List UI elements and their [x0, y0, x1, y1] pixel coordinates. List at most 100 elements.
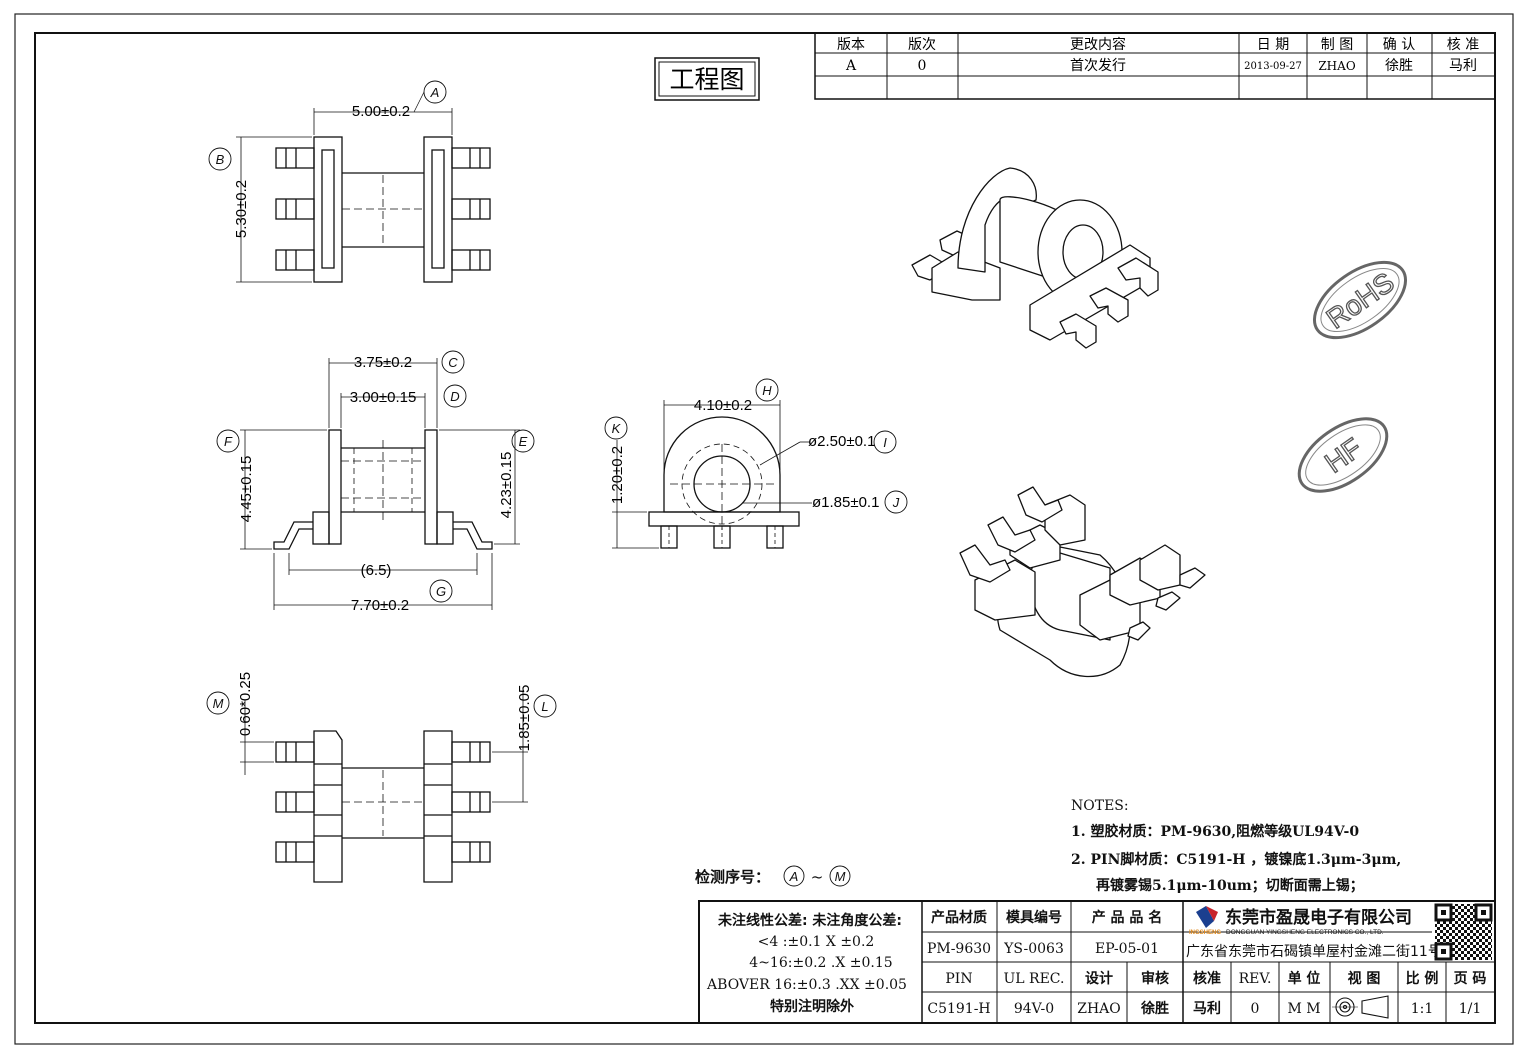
- tb-value-scale: 1:1: [1411, 1001, 1434, 1017]
- balloon-e: E: [519, 434, 528, 449]
- tb-header-approve: 核准: [1193, 970, 1221, 987]
- tolerance-title: 未注线性公差: 未注角度公差:: [718, 912, 902, 929]
- dim-a: 5.00±0.2: [352, 103, 410, 120]
- company-name: 东莞市盈晟电子有限公司: [1225, 907, 1412, 928]
- balloon-f: F: [224, 434, 233, 449]
- rev-cell-date: 2013-09-27: [1244, 61, 1302, 72]
- balloon-c: C: [448, 355, 458, 370]
- balloon-i: I: [883, 435, 887, 450]
- qr-code-icon: [1434, 903, 1493, 961]
- dim-f: 4.45±0.15: [238, 456, 255, 523]
- title-block: [698, 900, 1496, 1024]
- company-logo: INGSHENG: [1189, 906, 1221, 936]
- tb-value-mold: YS-0063: [1003, 941, 1064, 957]
- tb-header-scale: 比 例: [1406, 970, 1439, 987]
- dim-l: 1.85±0.05: [516, 685, 533, 752]
- rev-cell-approve: 马利: [1449, 58, 1477, 74]
- tb-value-page: 1/1: [1459, 1001, 1482, 1017]
- company-address: 广东省东莞市石碣镇单屋村金滩二街11号: [1186, 943, 1442, 960]
- inspection-from: A: [789, 869, 799, 884]
- tolerance-row-3: ABOVER 16:±0.3 .XX ±0.05: [706, 977, 907, 993]
- tb-value-name: EP-05-01: [1095, 941, 1159, 957]
- balloon-j: J: [892, 495, 900, 510]
- balloon-m: M: [213, 696, 224, 711]
- rev-header-approve: 核 准: [1447, 37, 1479, 53]
- company-name-en: DONGGUAN YINGSHENG ELECTRONICS CO., LTD.: [1226, 929, 1384, 936]
- tb-value-unit: M M: [1287, 1001, 1320, 1017]
- tolerance-block: 未注线性公差: 未注角度公差: <4 :±0.1 X ±0.2 4~16:±0.…: [706, 912, 907, 1015]
- rev-header-confirm: 确 认: [1383, 37, 1415, 53]
- dim-b: 5.30±0.2: [233, 180, 250, 238]
- rohs-text: RoHS: [1321, 266, 1400, 334]
- rev-header-version: 版本: [837, 37, 865, 53]
- rev-cell-edition: 0: [918, 58, 927, 74]
- tb-header-rev: REV.: [1239, 971, 1272, 987]
- tb-header-page: 页 码: [1454, 971, 1487, 987]
- hf-stamp: HF: [1297, 417, 1389, 493]
- bottom-view: [240, 690, 528, 883]
- company-logo-text: INGSHENG: [1189, 930, 1221, 936]
- tolerance-row-4: 特别注明除外: [770, 998, 854, 1015]
- rev-header-edition: 版次: [908, 37, 936, 53]
- rev-cell-drawn: ZHAO: [1318, 59, 1355, 73]
- dim-c: 3.75±0.2: [354, 354, 412, 371]
- side-view: [612, 400, 812, 549]
- notes-line-2: 2. PIN脚材质：C5191-H ，镀镍底1.3μm-3μm,: [1071, 851, 1401, 868]
- tb-value-ul: 94V-0: [1014, 1001, 1054, 1017]
- inspection-label: 检测序号：: [695, 868, 770, 886]
- tb-header-view: 视 图: [1348, 970, 1381, 987]
- balloon-a: A: [430, 85, 440, 100]
- top-view: [236, 108, 491, 283]
- tb-header-ul: UL REC.: [1004, 971, 1065, 987]
- dim-e: 4.23±0.15: [498, 452, 515, 519]
- dim-h: 4.10±0.2: [694, 397, 752, 414]
- hf-text: HF: [1319, 432, 1367, 479]
- isometric-view-bottom: [959, 486, 1206, 678]
- outer-border: [14, 13, 1514, 1045]
- balloon-h: H: [762, 383, 772, 398]
- notes-line-3: 再镀雾锡5.1μm-10um；切断面需上锡；: [1096, 877, 1364, 894]
- tb-value-review: 徐胜: [1140, 1000, 1169, 1017]
- isometric-view-top: [911, 167, 1159, 349]
- tb-header-name: 产 品 品 名: [1092, 909, 1163, 926]
- inspection-sep: ~: [811, 868, 824, 886]
- dim-k: 1.20±0.2: [609, 446, 626, 504]
- balloon-b: B: [216, 152, 225, 167]
- notes-heading: NOTES:: [1071, 798, 1129, 814]
- tb-value-approve: 马利: [1193, 1000, 1221, 1017]
- rev-cell-confirm: 徐胜: [1385, 58, 1413, 74]
- rev-header-change: 更改内容: [1070, 36, 1126, 53]
- tb-value-material: PM-9630: [927, 941, 991, 957]
- label-balloons: [206, 80, 908, 718]
- tb-value-rev: 0: [1251, 1001, 1260, 1017]
- projection-symbol-icon: [1332, 995, 1389, 1019]
- tb-header-mold: 模具编号: [1006, 909, 1062, 926]
- tb-header-material: 产品材质: [931, 909, 987, 926]
- drawing-title: 工程图: [669, 65, 744, 94]
- rohs-stamp: RoHS: [1312, 260, 1408, 340]
- notes: NOTES: 1. 塑胶材质：PM-9630,阻燃等级UL94V-0 2. PI…: [1071, 798, 1401, 894]
- balloon-d: D: [450, 389, 459, 404]
- rev-cell-version: A: [845, 58, 857, 74]
- title-block-cells: 产品材质 模具编号 产 品 品 名 PM-9630 YS-0063 EP-05-…: [927, 909, 1487, 1017]
- balloon-g: G: [436, 584, 446, 599]
- tolerance-row-1: <4 :±0.1 X ±0.2: [758, 934, 875, 950]
- rev-header-date: 日 期: [1257, 37, 1289, 53]
- tb-value-design: ZHAO: [1077, 1001, 1121, 1017]
- revision-table: 版本 版次 更改内容 日 期 制 图 确 认 核 准 A 0 首次发行 2013…: [814, 32, 1496, 100]
- company-block: INGSHENG 东莞市盈晟电子有限公司 DONGGUAN YINGSHENG …: [1186, 903, 1493, 961]
- balloon-k: K: [612, 421, 622, 436]
- dim-m: 0.60*0.25: [237, 672, 254, 736]
- tolerance-row-2: 4~16:±0.2 .X ±0.15: [749, 955, 892, 971]
- rev-header-drawn: 制 图: [1321, 37, 1353, 53]
- tb-value-pin: C5191-H: [927, 1001, 990, 1017]
- dim-i: ø2.50±0.1: [808, 433, 875, 450]
- balloon-l: L: [541, 699, 548, 714]
- tb-header-design: 设计: [1085, 970, 1113, 987]
- tb-header-unit: 单 位: [1288, 970, 1321, 987]
- tb-header-review: 审核: [1141, 970, 1169, 987]
- rev-cell-change: 首次发行: [1070, 58, 1126, 74]
- drawing-title-box: 工程图: [654, 57, 760, 101]
- dim-g: 7.70±0.2: [351, 597, 409, 614]
